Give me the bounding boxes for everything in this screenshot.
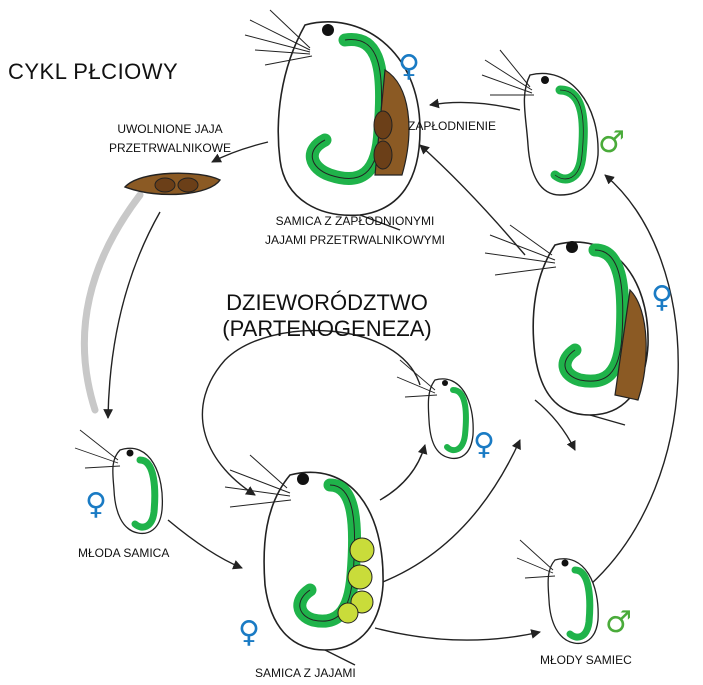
- resting-eggs-ephippium: [125, 173, 220, 194]
- female-with-eggs-label: SAMICA Z JAJAMI: [255, 664, 356, 683]
- arrow-female-eggs-to-right-female: [375, 440, 520, 585]
- arrow-female-eggs-to-small-female: [380, 445, 425, 500]
- fertilized-female-label-line2: JAJAMI PRZETRWALNIKOWYMI: [240, 231, 470, 250]
- parthenogenesis-title-line2: (PARTENOGENEZA): [212, 316, 442, 342]
- male-symbol-top: ♂: [598, 128, 625, 158]
- arrow-parthenogenesis-loop: [202, 330, 420, 495]
- female-symbol-small: ♀: [473, 430, 495, 460]
- background-arc: [84, 195, 140, 410]
- male-symbol-young: ♂: [605, 608, 632, 638]
- young-male-daphnia: [517, 540, 598, 643]
- young-male-label: MŁODY SAMIEC: [540, 651, 632, 670]
- young-female-label: MŁODA SAMICA: [78, 544, 169, 563]
- sexual-cycle-title: CYKL PŁCIOWY: [8, 59, 178, 85]
- arrow-young-female-to-female-eggs: [168, 520, 242, 568]
- arrow-eggs-to-young-female: [108, 212, 160, 418]
- parthenogenesis-title-line1: DZIEWORÓDZTWO: [212, 290, 442, 316]
- fertilized-female-label-line1: SAMICA Z ZAPŁODNIONYMI: [240, 212, 470, 231]
- female-symbol-young: ♀: [85, 490, 107, 520]
- fertilization-label: ZAPŁODNIENIE: [408, 117, 496, 136]
- parthenogenesis-title: DZIEWORÓDZTWO (PARTENOGENEZA): [212, 290, 442, 342]
- female-symbol-top: ♀: [398, 52, 420, 82]
- released-eggs-label-line2: PRZETRWALNIKOWE: [80, 139, 260, 158]
- arrow-male-to-fertilized: [430, 102, 520, 110]
- mature-female-daphnia: [485, 225, 648, 425]
- fertilized-female-label: SAMICA Z ZAPŁODNIONYMI JAJAMI PRZETRWALN…: [240, 212, 470, 250]
- arrow-female-eggs-to-young-male: [375, 628, 540, 640]
- small-female-daphnia: [397, 360, 473, 458]
- adult-male-daphnia: [482, 50, 598, 195]
- released-eggs-label-line1: UWOLNIONE JAJA: [80, 120, 260, 139]
- female-symbol-right: ♀: [651, 283, 673, 313]
- fertilized-female-daphnia: [245, 10, 420, 230]
- released-eggs-label: UWOLNIONE JAJA PRZETRWALNIKOWE: [80, 120, 260, 158]
- female-symbol-center: ♀: [238, 618, 260, 648]
